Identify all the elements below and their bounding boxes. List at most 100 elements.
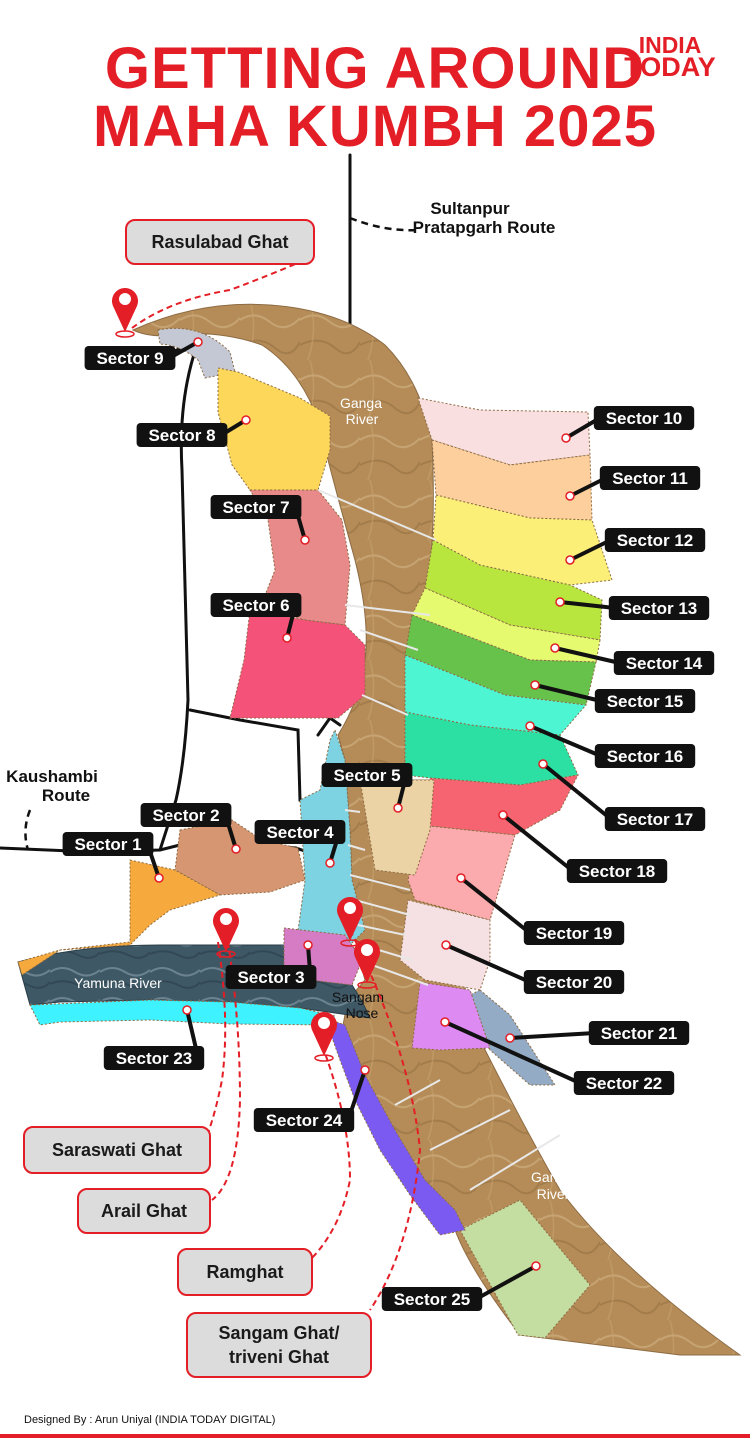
svg-text:Sector 20: Sector 20 [536,973,613,992]
svg-text:Ganga: Ganga [531,1169,573,1185]
svg-text:Rasulabad Ghat: Rasulabad Ghat [151,232,288,252]
svg-text:Route: Route [42,786,90,805]
svg-text:Sector 10: Sector 10 [606,409,683,428]
svg-text:Sultanpur: Sultanpur [430,199,510,218]
sector-tag-7: Sector 7 [210,495,310,545]
svg-text:Sector 4: Sector 4 [266,823,334,842]
sector-tag-23: Sector 23 [103,1005,205,1070]
design-credit: Designed By : Arun Uniyal (INDIA TODAY D… [24,1414,275,1426]
sector-tag-1: Sector 1 [62,832,164,883]
location-pins [112,287,380,1062]
sector-9-area [157,327,236,379]
sector-tag-11: Sector 11 [565,466,701,501]
sultanpur-route-dashed [349,216,421,232]
sector-25-area [459,1199,591,1339]
page-title-line1: GETTING AROUND [105,36,645,101]
sector-17-area [404,711,579,786]
svg-text:Sector 8: Sector 8 [148,426,215,445]
ganga-river-label-north: Ganga River [340,395,382,427]
svg-text:Sector 25: Sector 25 [394,1290,471,1309]
sector-1-area [17,859,222,976]
svg-text:Sector 2: Sector 2 [152,806,219,825]
sultanpur-pratapgarh-route-label: Sultanpur Pratapgarh Route [413,199,556,237]
sector-tag-4: Sector 4 [254,820,346,868]
sector-tag-2: Sector 2 [140,803,241,854]
svg-text:Sector 17: Sector 17 [617,810,694,829]
svg-text:Sector 13: Sector 13 [621,599,698,618]
sector-tag-20: Sector 20 [441,940,625,994]
india-today-logo: INDIA TODAY [624,32,716,82]
bottom-red-rule [0,1434,750,1438]
svg-text:TODAY: TODAY [624,52,716,82]
ganga-river-label-south: Ganga River [531,1169,573,1202]
ghat-label-sangam: Sangam Ghat/triveni Ghat [186,1312,372,1378]
sector-tag-6: Sector 6 [210,593,302,643]
svg-text:Pratapgarh Route: Pratapgarh Route [413,218,556,237]
svg-text:River: River [537,1186,570,1202]
svg-text:Sangam: Sangam [332,989,384,1005]
sector-tag-18: Sector 18 [498,810,668,883]
sector-tag-10: Sector 10 [561,406,695,443]
sector-tags: Sector 9 Sector 8 Sector 7 Sector 6 Sector 1… [62,337,715,1311]
sector-11-area [431,439,593,521]
sector-tag-14: Sector 14 [550,643,715,675]
sangam-nose-label: Sangam Nose [332,989,384,1021]
svg-text:Sector 16: Sector 16 [607,747,684,766]
sector-24-area [324,1017,466,1236]
sector-tag-9: Sector 9 [84,337,203,370]
page-title-line2: MAHA KUMBH 2025 [93,94,657,159]
sector-tag-15: Sector 15 [530,680,696,713]
map-pin-icon [311,1012,337,1062]
svg-text:Sector 18: Sector 18 [579,862,656,881]
map-pin-icon [213,908,239,958]
svg-text:Nose: Nose [346,1005,379,1021]
sector-tag-16: Sector 16 [525,721,696,768]
sector-5-area [359,779,435,876]
sector-tag-17: Sector 17 [538,759,706,831]
sector-tag-24: Sector 24 [253,1065,370,1132]
sector-tag-22: Sector 22 [440,1017,675,1095]
svg-text:INDIA: INDIA [639,32,702,58]
map-pin-icon [112,287,138,338]
sector-tag-12: Sector 12 [565,528,706,565]
svg-text:River: River [346,411,379,427]
ghat-label-ramghat: Ramghat [177,1248,313,1296]
sector-tag-3: Sector 3 [225,940,317,989]
svg-text:Sector 21: Sector 21 [601,1024,678,1043]
sector-tag-21: Sector 21 [505,1021,690,1045]
sector-tag-8: Sector 8 [136,415,251,447]
svg-text:Sector 22: Sector 22 [586,1074,663,1093]
svg-text:Sector 6: Sector 6 [222,596,289,615]
sector-tag-13: Sector 13 [555,596,710,620]
sector-tag-5: Sector 5 [321,763,413,813]
svg-text:Sector 12: Sector 12 [617,531,694,550]
svg-text:Ganga: Ganga [340,395,382,411]
svg-text:Sector 19: Sector 19 [536,924,613,943]
svg-text:Sector 14: Sector 14 [626,654,703,673]
svg-text:Sector 5: Sector 5 [333,766,400,785]
svg-text:Kaushambi: Kaushambi [6,767,98,786]
svg-text:triveni Ghat: triveni Ghat [229,1347,329,1367]
kaushambi-route-dashed [24,809,32,851]
kaushambi-route-label: Kaushambi Route [6,767,98,805]
map-pin-icon [354,939,380,989]
svg-text:Sector 1: Sector 1 [74,835,141,854]
svg-text:Sector 24: Sector 24 [266,1111,343,1130]
svg-text:Sector 9: Sector 9 [96,349,163,368]
sector-18-area [419,774,579,836]
sector-tag-19: Sector 19 [456,873,625,945]
svg-text:Arail Ghat: Arail Ghat [101,1201,187,1221]
sector-14-area [411,587,601,663]
ghat-label-arail: Arail Ghat [77,1188,211,1234]
svg-text:Ramghat: Ramghat [206,1262,283,1282]
sector-tag-25: Sector 25 [381,1261,541,1311]
ghat-label-saraswati: Saraswati Ghat [23,1126,211,1174]
sector-2-area [174,819,306,896]
svg-text:Saraswati Ghat: Saraswati Ghat [52,1140,182,1160]
map-pin-icon [337,897,363,947]
yamuna-river-label: Yamuna River [74,975,162,991]
svg-text:Sector 7: Sector 7 [222,498,289,517]
svg-text:Sector 3: Sector 3 [237,968,304,987]
svg-text:Sector 11: Sector 11 [612,469,688,488]
